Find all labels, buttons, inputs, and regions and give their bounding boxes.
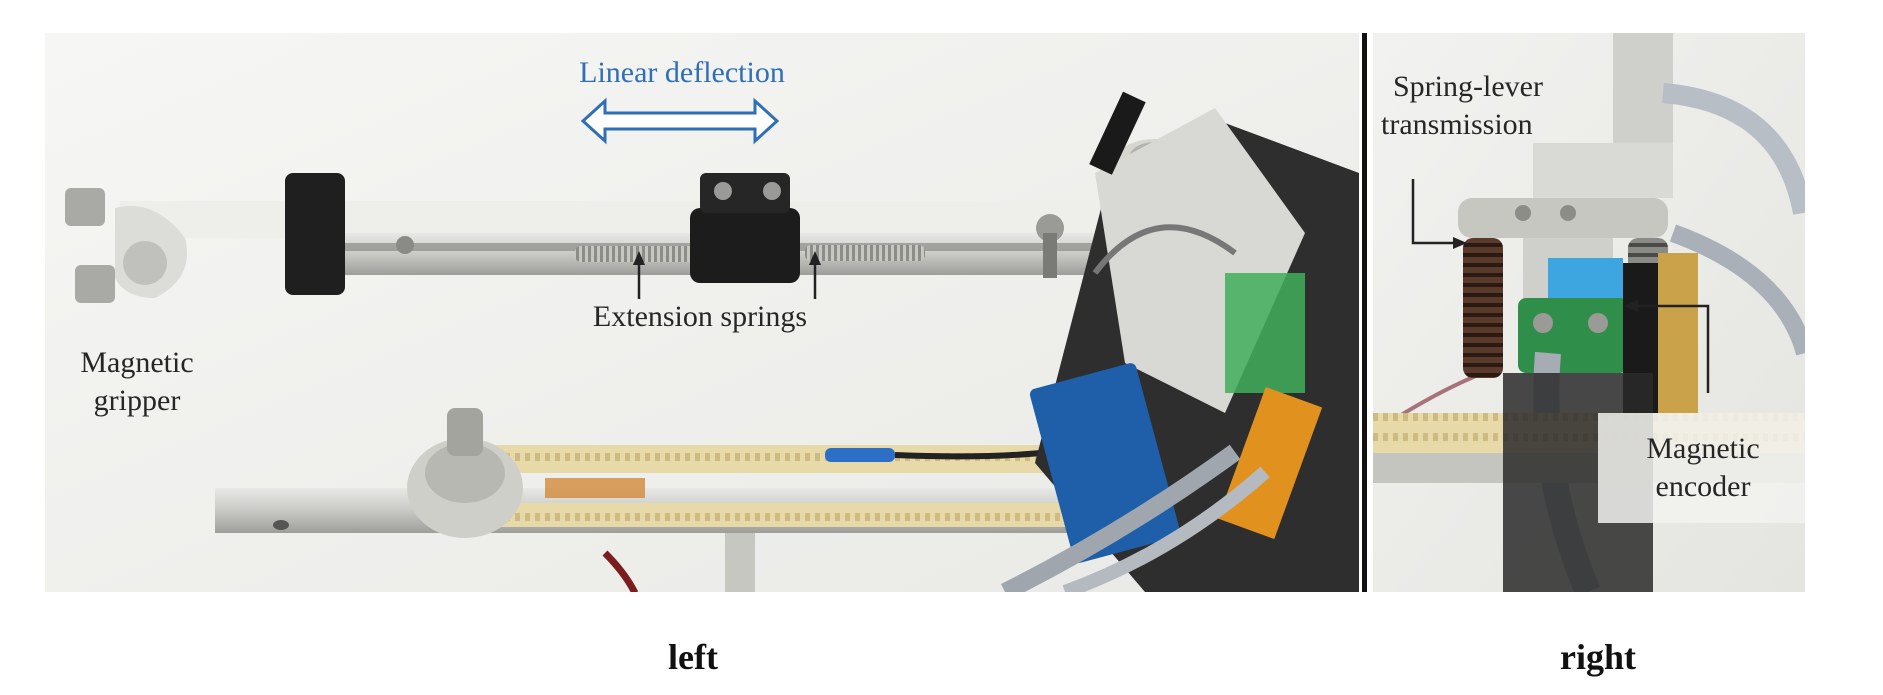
spring-lever-label-line1: Spring-lever [1393, 70, 1543, 103]
right-caption: right [1560, 637, 1636, 677]
magnetic-encoder-label-line2: encoder [1655, 470, 1751, 503]
left-photo-panel: Linear deflection Extension springs Magn… [45, 33, 1359, 592]
linear-deflection-label: Linear deflection [579, 56, 785, 89]
upper-rail-top [120, 201, 1155, 241]
spring-left [1463, 238, 1503, 378]
extension-springs-label: Extension springs [592, 300, 808, 333]
right-photo-panel: Spring-lever transmission Magnetic encod… [1373, 33, 1805, 592]
magnetic-encoder-label-line1: Magnetic [1646, 432, 1760, 465]
spring-lever-pointer [1411, 179, 1463, 245]
right-mechanism-illustration [1373, 33, 1805, 592]
lower-pulley [407, 408, 523, 538]
spring-lever-label-line2: transmission [1381, 108, 1533, 141]
magnetic-encoder-pointer [1628, 304, 1710, 393]
electronics-cluster [1000, 91, 1359, 592]
left-caption: left [668, 637, 718, 677]
panel-divider [1362, 33, 1367, 592]
rail-end-cap [285, 173, 345, 295]
left-mechanism-illustration [45, 33, 1359, 592]
magnetic-gripper-label-line2: gripper [93, 384, 181, 417]
slider-block [690, 208, 800, 283]
magnetic-gripper-label-line1: Magnetic [80, 346, 194, 379]
extension-spring-right [805, 245, 925, 261]
linear-deflection-arrow [580, 97, 780, 145]
magnetic-gripper-hardware [65, 188, 187, 303]
